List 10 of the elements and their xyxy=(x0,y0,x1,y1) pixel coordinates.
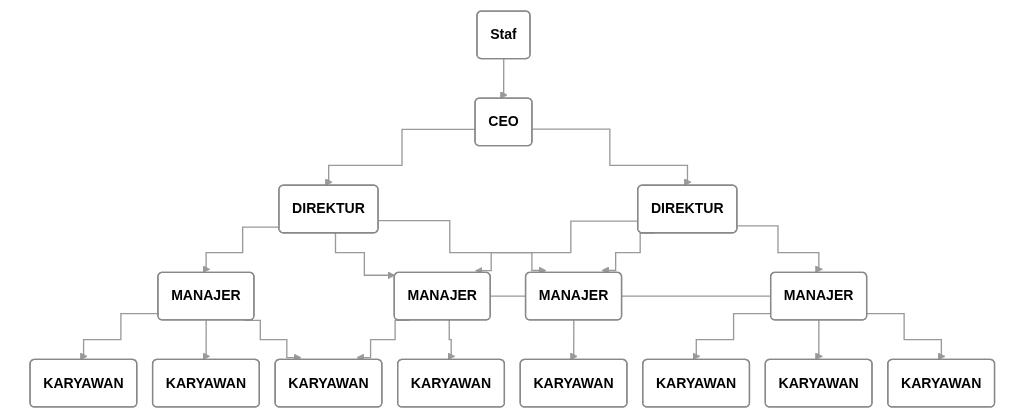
arrow xyxy=(446,319,455,361)
arrow xyxy=(499,58,508,99)
arrow xyxy=(332,232,396,280)
arrow xyxy=(531,128,692,187)
arrow xyxy=(866,312,946,361)
arrow xyxy=(202,319,210,361)
arrow xyxy=(814,319,823,361)
connector xyxy=(489,295,526,297)
arrow xyxy=(736,225,823,274)
arrow xyxy=(569,319,578,361)
